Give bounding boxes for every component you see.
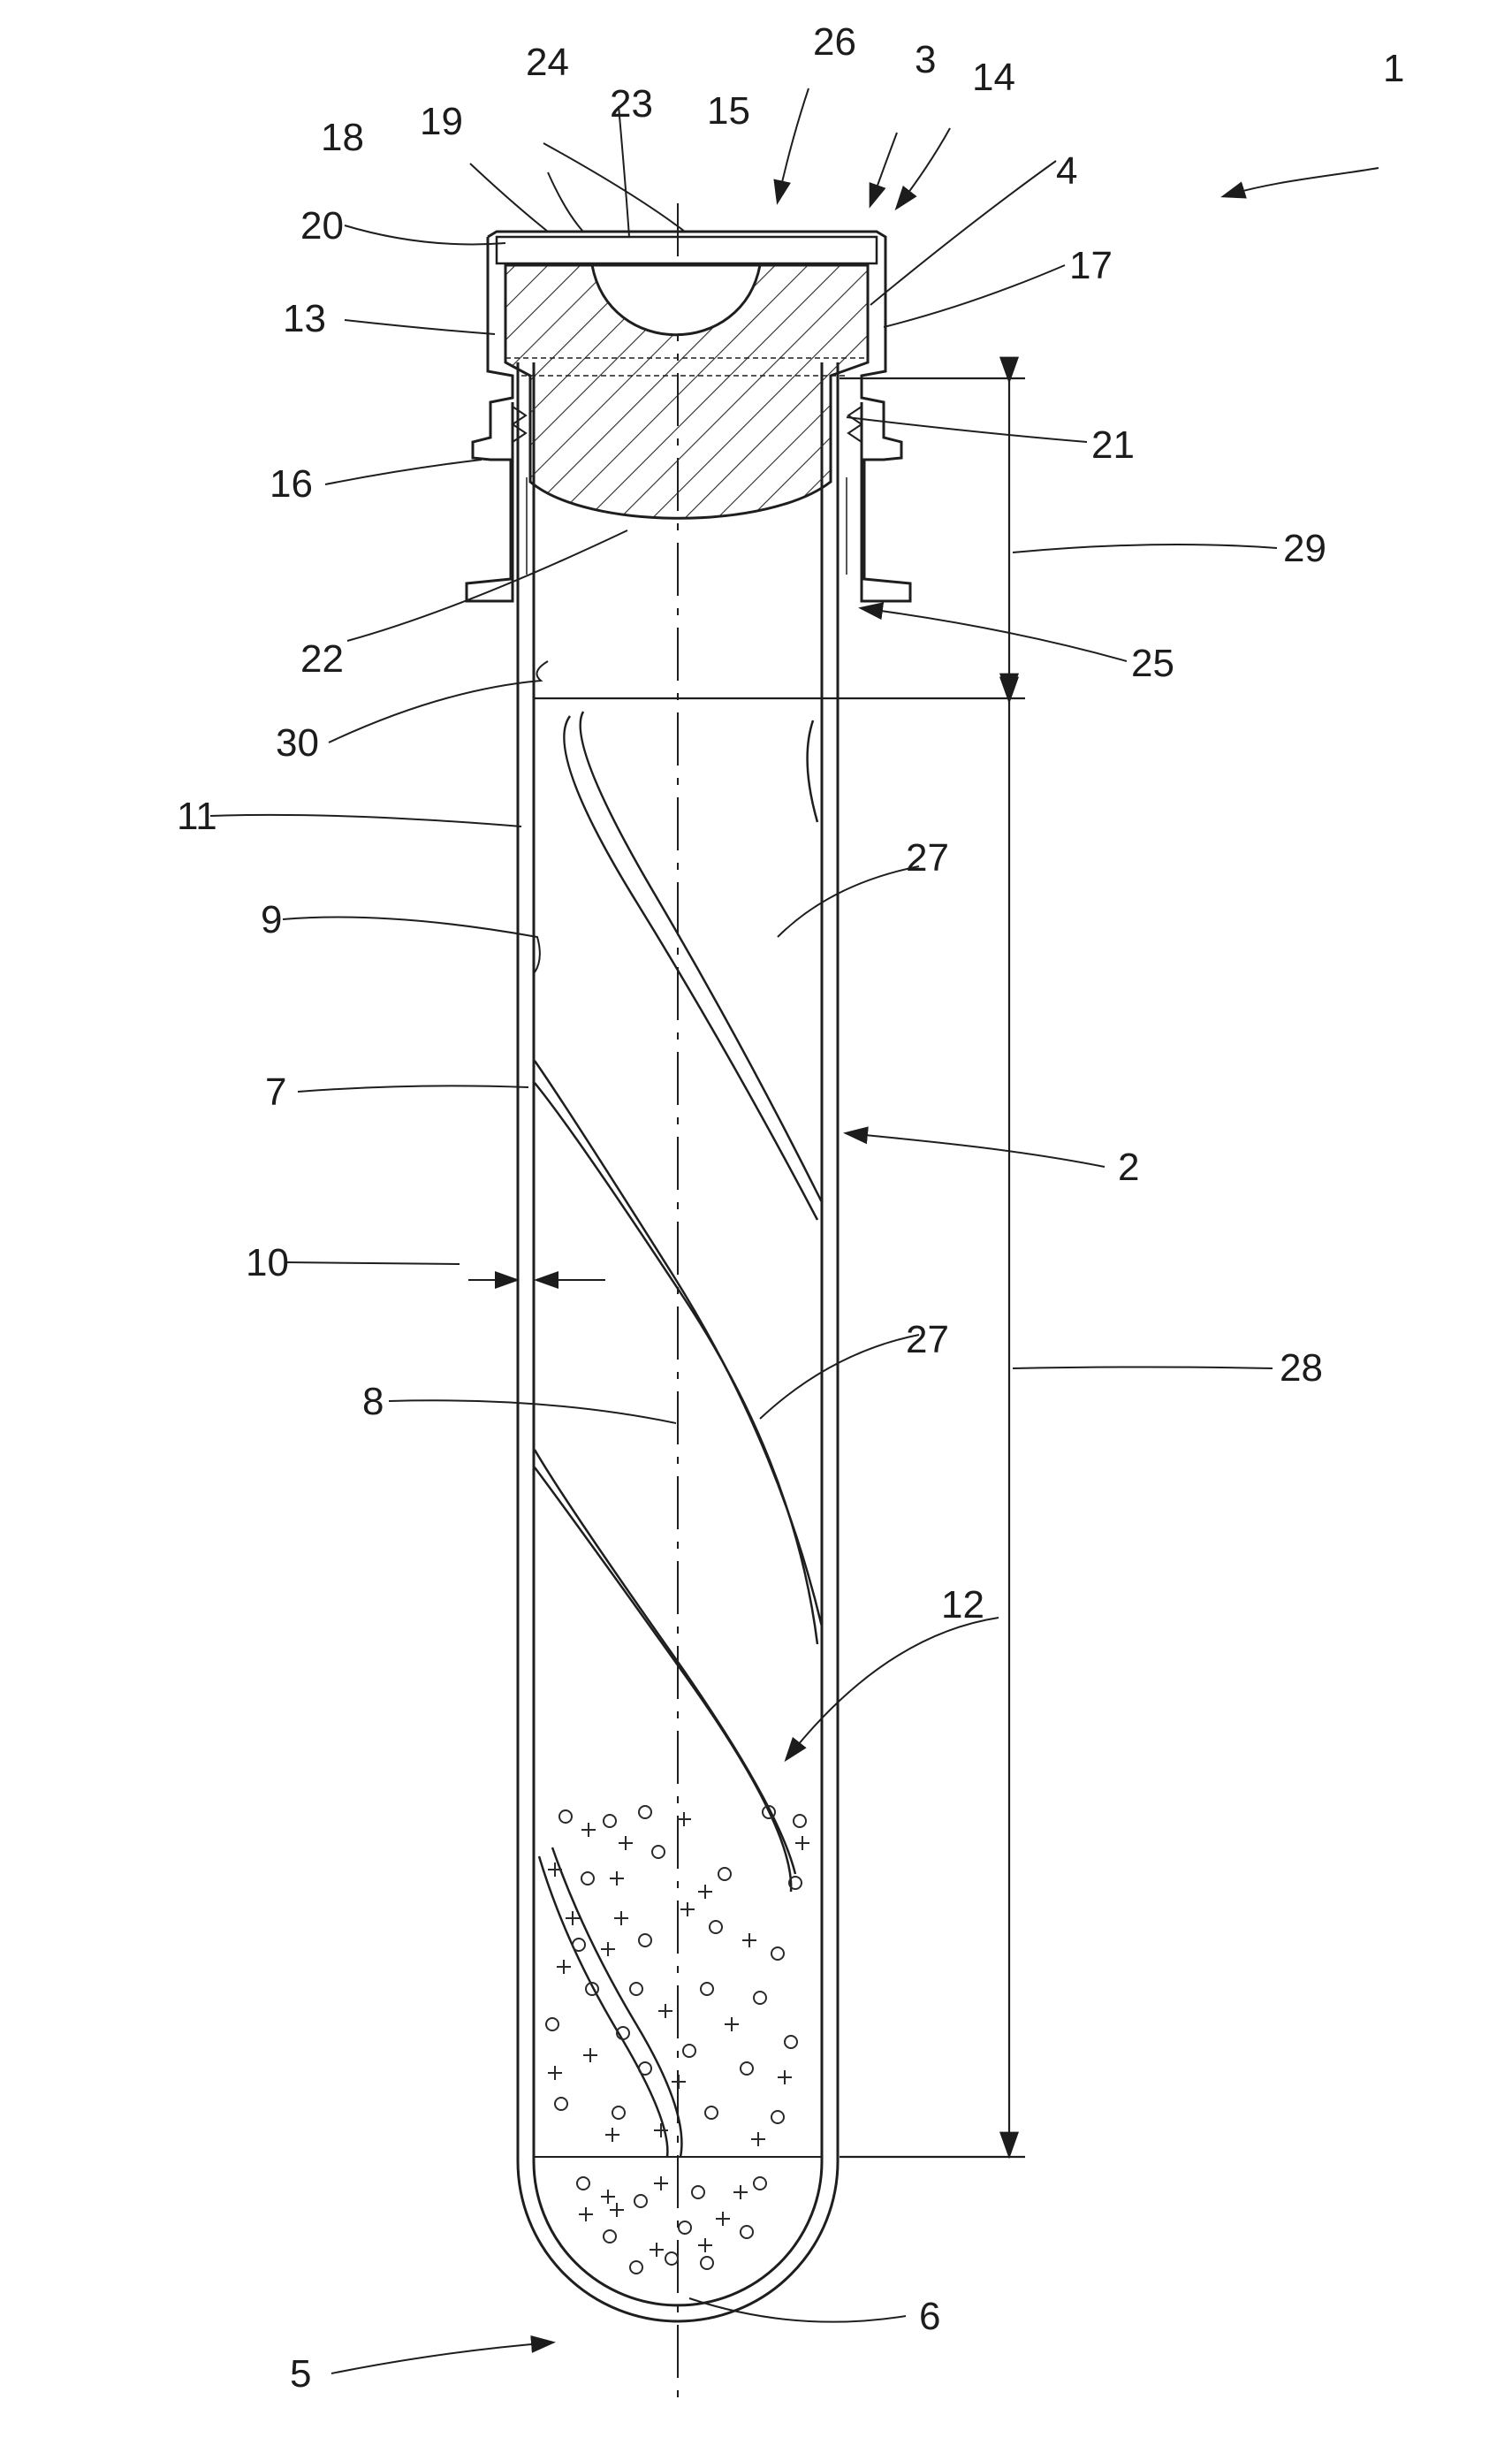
ref-25: 25 <box>1131 642 1174 685</box>
ref-22: 22 <box>300 637 344 681</box>
ref-27b: 27 <box>906 1318 949 1361</box>
granule-circles <box>546 1806 806 2274</box>
ref-11: 11 <box>177 795 217 838</box>
ref-24: 24 <box>526 41 569 84</box>
ref-30: 30 <box>276 721 319 765</box>
ref-15: 15 <box>707 89 750 133</box>
ref-29: 29 <box>1283 527 1326 570</box>
ref-27a: 27 <box>906 836 949 880</box>
ref-26: 26 <box>813 20 856 64</box>
ref-23: 23 <box>610 82 653 126</box>
ref-19: 19 <box>420 100 463 143</box>
ref-6: 6 <box>919 2295 940 2338</box>
ref-28: 28 <box>1280 1346 1323 1390</box>
ref-16: 16 <box>270 462 313 506</box>
ref-9: 9 <box>261 898 282 941</box>
ref-13: 13 <box>283 297 326 340</box>
ref-20: 20 <box>300 204 344 248</box>
ref-3: 3 <box>915 38 936 81</box>
ref-10: 10 <box>246 1241 289 1284</box>
dimension-lines <box>534 378 1025 2157</box>
ref-5: 5 <box>290 2352 311 2396</box>
ref-7: 7 <box>265 1070 286 1114</box>
ref-18: 18 <box>321 116 364 159</box>
ref-1: 1 <box>1383 47 1404 90</box>
ref-21: 21 <box>1091 423 1135 467</box>
ref-4: 4 <box>1056 149 1077 193</box>
ref-8: 8 <box>362 1380 384 1423</box>
ref-2: 2 <box>1118 1146 1139 1189</box>
ref-12: 12 <box>941 1583 984 1626</box>
ref-14: 14 <box>972 56 1015 99</box>
ref-17: 17 <box>1069 244 1113 287</box>
